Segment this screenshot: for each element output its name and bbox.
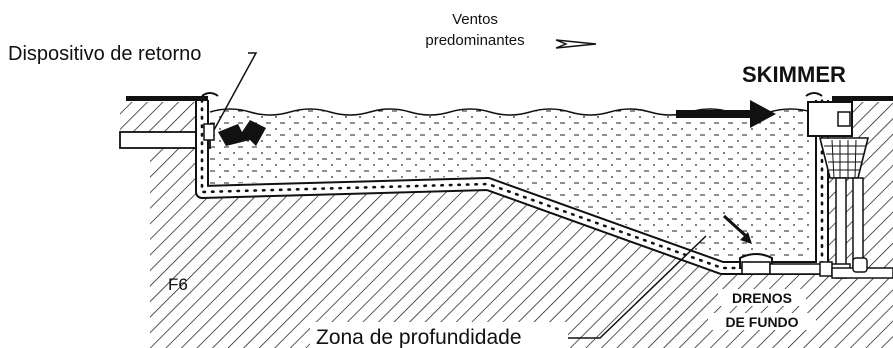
bottom-drain [739, 253, 893, 279]
winds-label-line2: predominantes [425, 32, 524, 49]
water-body [209, 108, 813, 260]
water-surface-line [209, 108, 813, 116]
drain-flow-arrow-icon [722, 214, 752, 244]
winds-label-line1: Ventos [452, 11, 498, 28]
surface-flow-arrow-icon [676, 100, 776, 128]
wind-arrow-icon [555, 39, 597, 49]
deck-coping [126, 92, 893, 101]
depth-zone-leader [568, 235, 707, 339]
bottom-drains-label-line2: DE FUNDO [725, 314, 798, 330]
ground-hatching [120, 102, 893, 348]
return-device-fitting [203, 123, 215, 141]
figure-id-label: F6 [168, 275, 188, 294]
skimmer-unit [807, 101, 870, 279]
return-flow-arrow-icon [218, 120, 266, 146]
bottom-drains-label-line1: DRENOS [732, 290, 792, 306]
return-device-label: Dispositivo de retorno [8, 43, 201, 65]
return-device-leader [213, 52, 258, 131]
pool-shell [195, 98, 829, 275]
skimmer-label: SKIMMER [742, 62, 846, 87]
depth-zone-label: Zona de profundidade [316, 326, 522, 348]
